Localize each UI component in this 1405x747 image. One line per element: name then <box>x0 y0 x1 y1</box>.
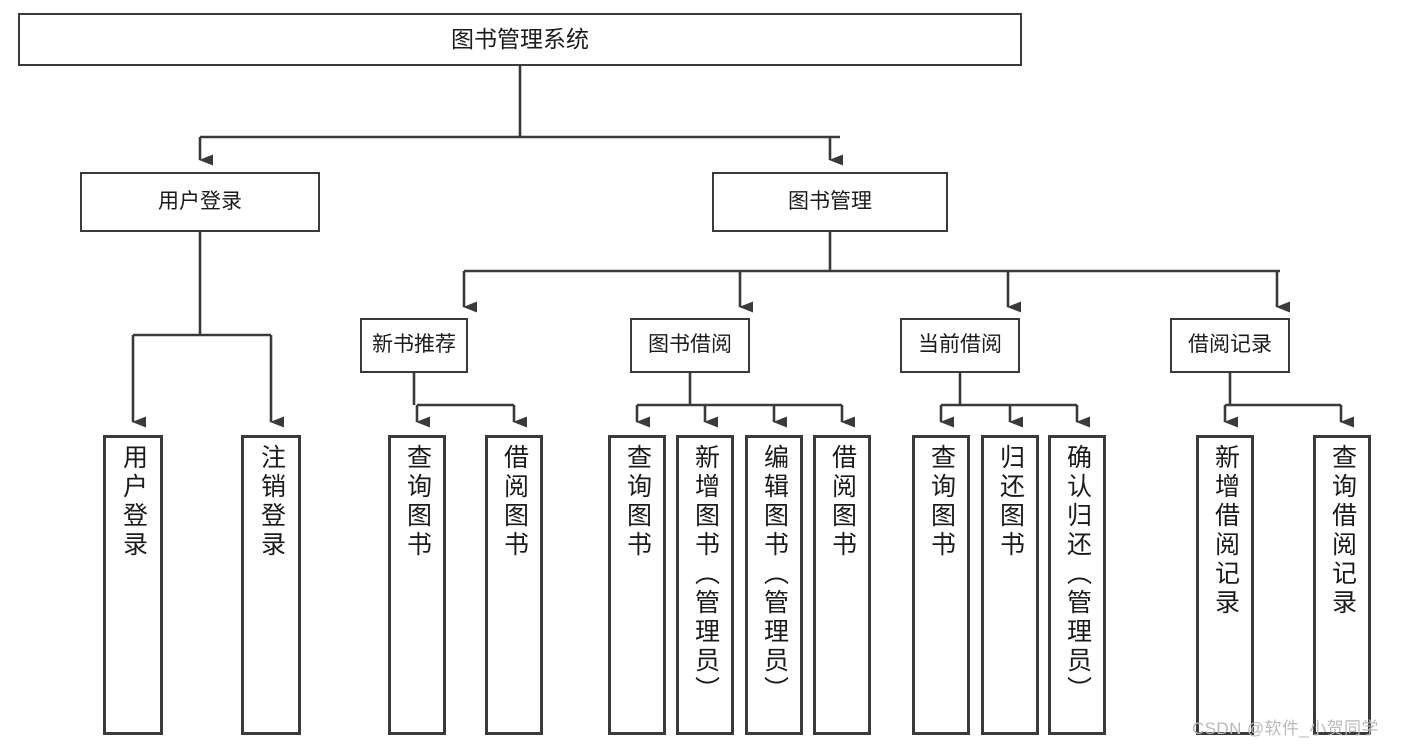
node-label: 确认归还（管理员） <box>1063 444 1092 705</box>
watermark: CSDN @软件_小贺同学 <box>1192 719 1379 738</box>
leaf-edit-book-admin[interactable]: 编辑图书（管理员） <box>745 435 803 735</box>
node-label: 图书管理系统 <box>451 25 589 52</box>
node-label: 注销登录 <box>257 444 286 560</box>
node-label: 借阅图书 <box>500 444 529 560</box>
leaf-query-borrow-record[interactable]: 查询借阅记录 <box>1313 435 1371 735</box>
leaf-add-borrow-record[interactable]: 新增借阅记录 <box>1196 435 1254 735</box>
node-label: 新增图书（管理员） <box>691 444 720 705</box>
leaf-borrow-book-recommend[interactable]: 借阅图书 <box>485 435 543 735</box>
node-label: 借阅记录 <box>1188 333 1272 357</box>
node-label: 查询图书 <box>403 444 432 560</box>
leaf-query-book-recommend[interactable]: 查询图书 <box>388 435 446 735</box>
node-label: 编辑图书（管理员） <box>760 444 789 705</box>
node-label: 查询借阅记录 <box>1328 444 1357 618</box>
leaf-add-book-admin[interactable]: 新增图书（管理员） <box>676 435 734 735</box>
node-borrow-record[interactable]: 借阅记录 <box>1170 318 1290 373</box>
node-label: 查询图书 <box>927 444 956 560</box>
node-new-book-recommend[interactable]: 新书推荐 <box>360 318 468 373</box>
node-book-borrow[interactable]: 图书借阅 <box>630 318 750 373</box>
node-label: 查询图书 <box>623 444 652 560</box>
leaf-borrow-book[interactable]: 借阅图书 <box>813 435 871 735</box>
node-label: 新增借阅记录 <box>1211 444 1240 618</box>
node-label: 图书借阅 <box>648 333 732 357</box>
node-root-system[interactable]: 图书管理系统 <box>18 13 1022 66</box>
leaf-user-login[interactable]: 用户登录 <box>103 435 163 735</box>
node-user-login[interactable]: 用户登录 <box>80 172 320 232</box>
node-label: 新书推荐 <box>372 333 456 357</box>
node-label: 归还图书 <box>996 444 1025 560</box>
leaf-query-book-borrow[interactable]: 查询图书 <box>608 435 666 735</box>
node-label: 用户登录 <box>158 189 242 213</box>
leaf-query-book-current[interactable]: 查询图书 <box>912 435 970 735</box>
node-book-management[interactable]: 图书管理 <box>712 172 948 232</box>
leaf-confirm-return-admin[interactable]: 确认归还（管理员） <box>1048 435 1106 735</box>
node-label: 借阅图书 <box>828 444 857 560</box>
node-label: 图书管理 <box>788 189 872 213</box>
leaf-logout[interactable]: 注销登录 <box>241 435 301 735</box>
node-current-borrow[interactable]: 当前借阅 <box>900 318 1020 373</box>
leaf-return-book[interactable]: 归还图书 <box>981 435 1039 735</box>
node-label: 用户登录 <box>119 444 148 560</box>
node-label: 当前借阅 <box>918 333 1002 357</box>
